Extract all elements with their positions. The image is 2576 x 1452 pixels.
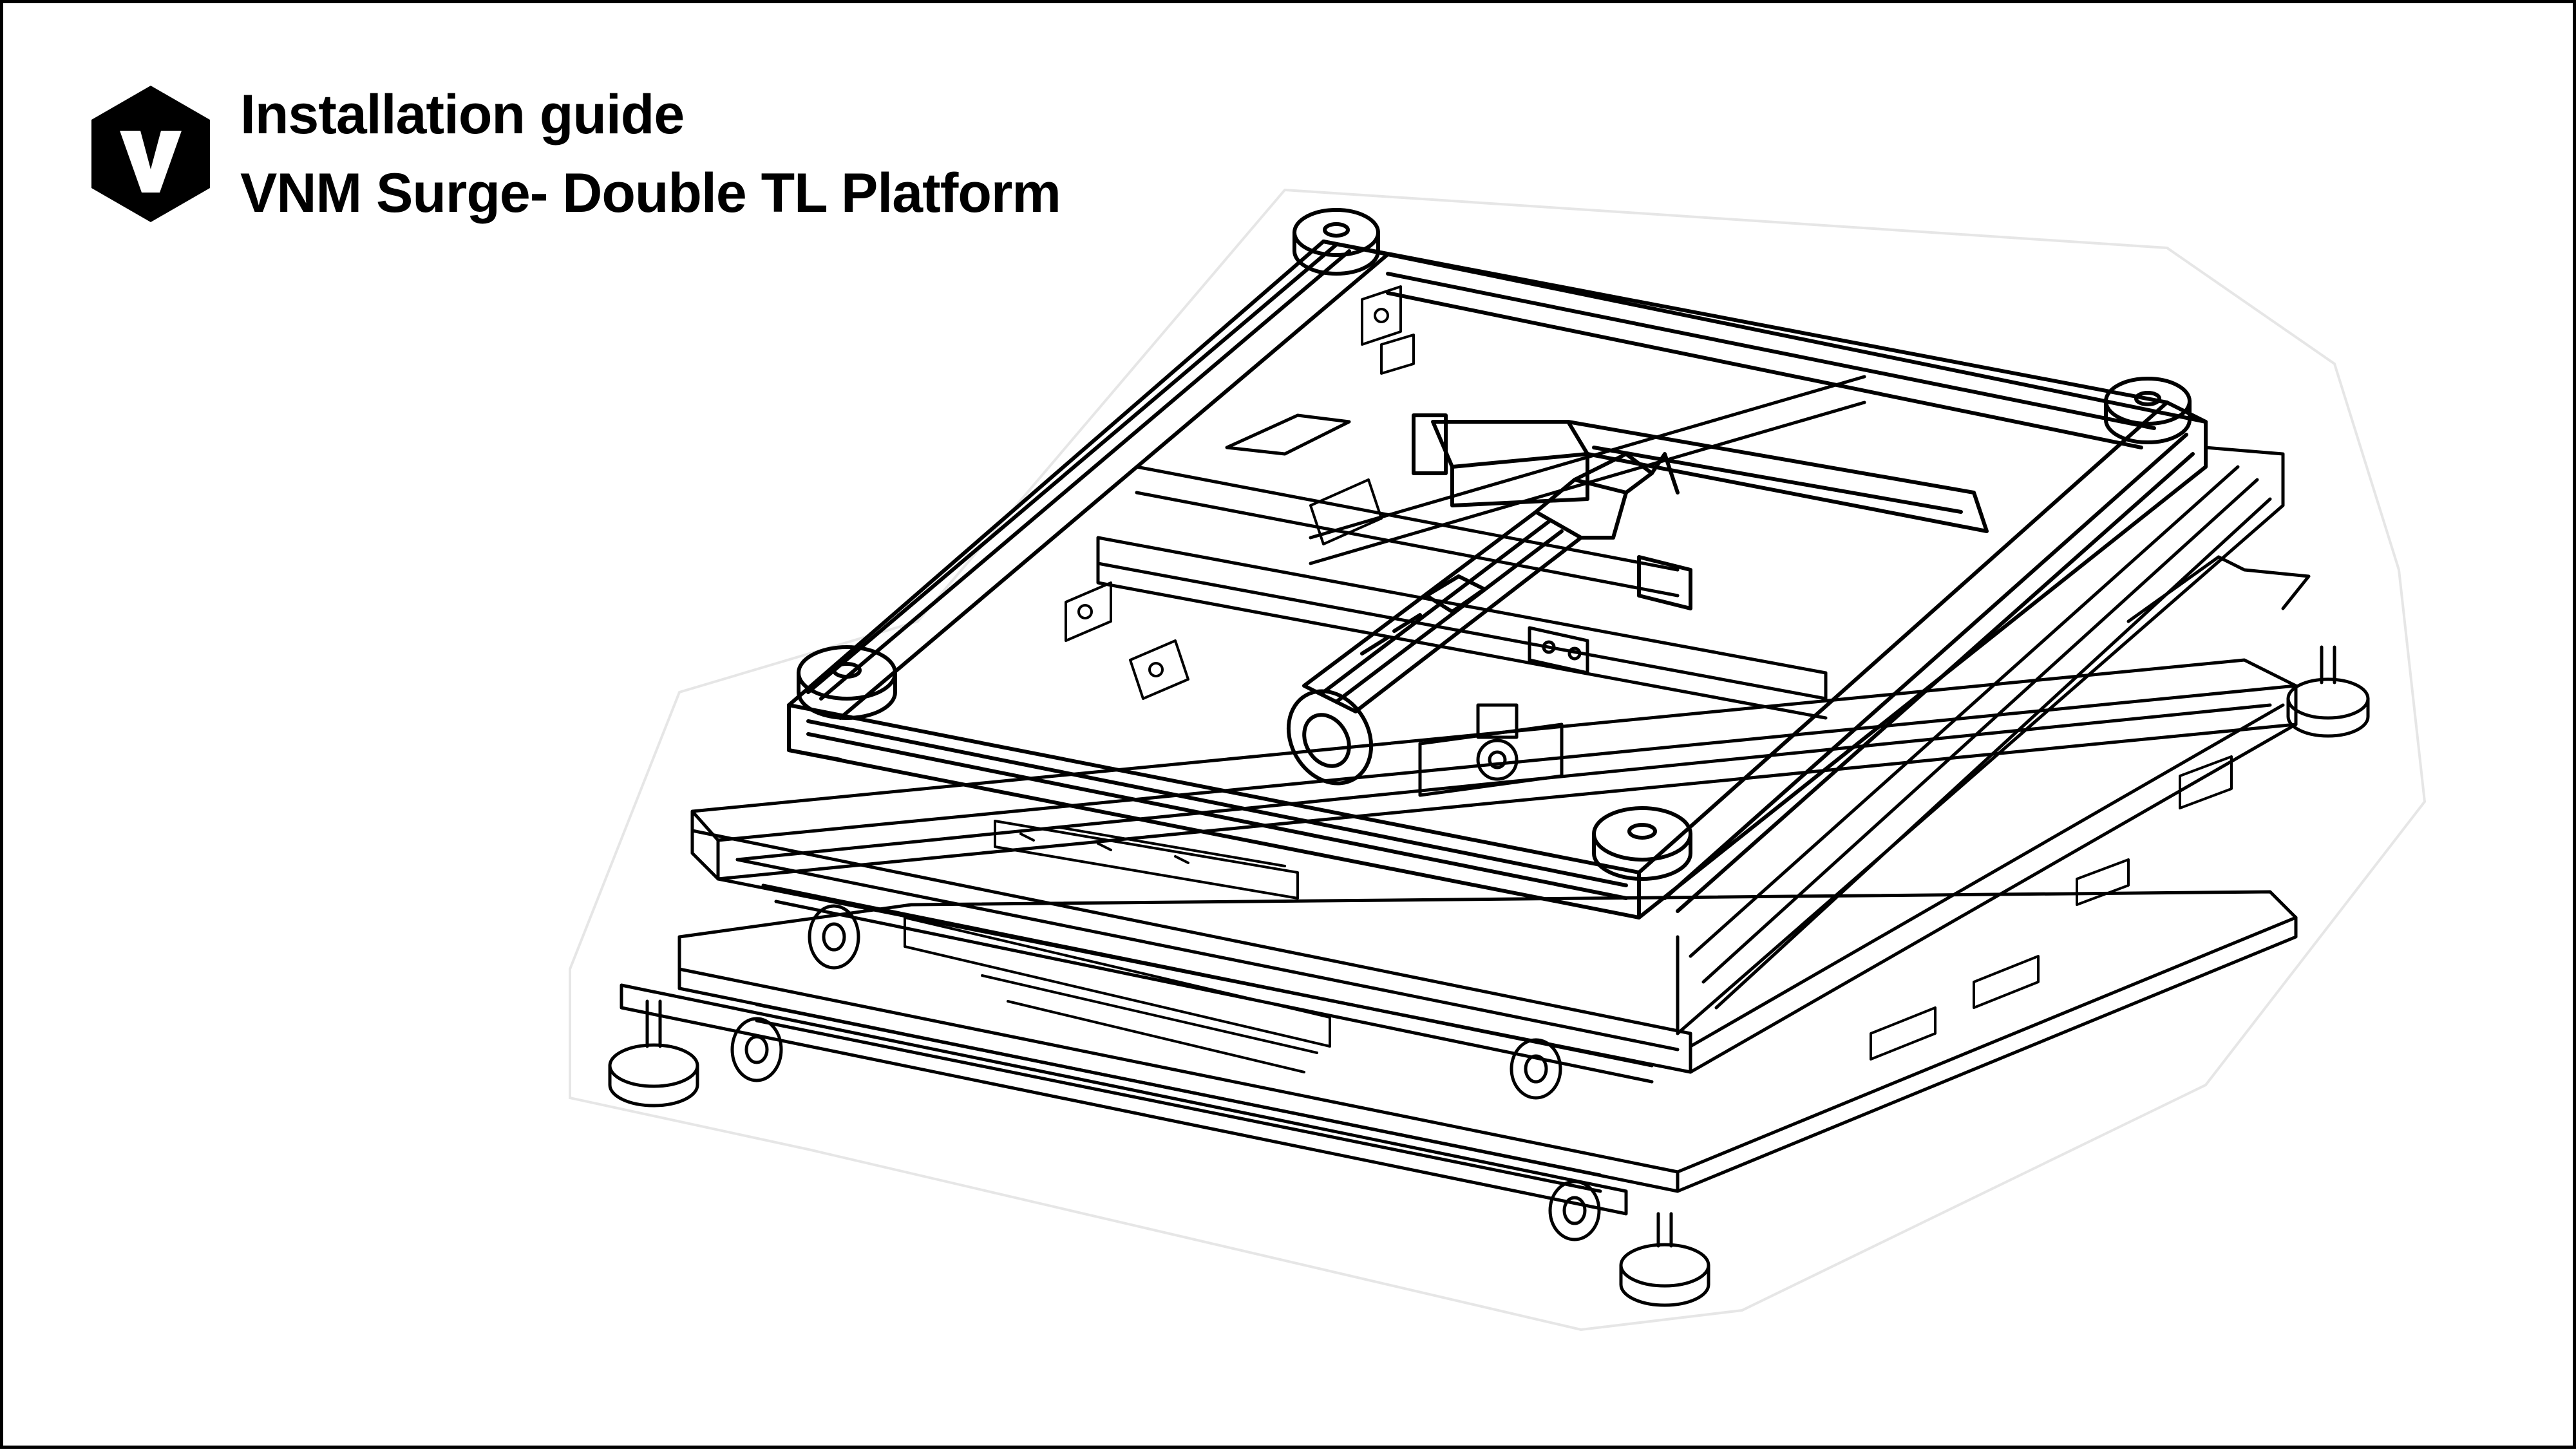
- brackets: [1065, 285, 1415, 700]
- lower-slide-rail: [904, 820, 1331, 1073]
- undercarriage: [1870, 755, 2233, 1061]
- base-plate: [620, 890, 2298, 1216]
- motion-platform-drawing: [569, 188, 2427, 1332]
- title-block: Installation guide VNM Surge- Double TL …: [240, 75, 1061, 232]
- title-product-name: VNM Surge- Double TL Platform: [240, 162, 1061, 224]
- caster-wheels: [730, 904, 1601, 1241]
- upper-actuator: [1412, 413, 1989, 610]
- center-mount: [1418, 626, 1589, 797]
- corner-pucks: [797, 208, 2192, 881]
- surge-actuator: [1286, 452, 1654, 786]
- vnm-logo-icon: [91, 86, 210, 222]
- mid-frame: [1676, 446, 2311, 1035]
- title-installation-guide: Installation guide: [240, 84, 685, 146]
- cross-members: [1096, 375, 1866, 720]
- levelling-feet: [608, 645, 2370, 1307]
